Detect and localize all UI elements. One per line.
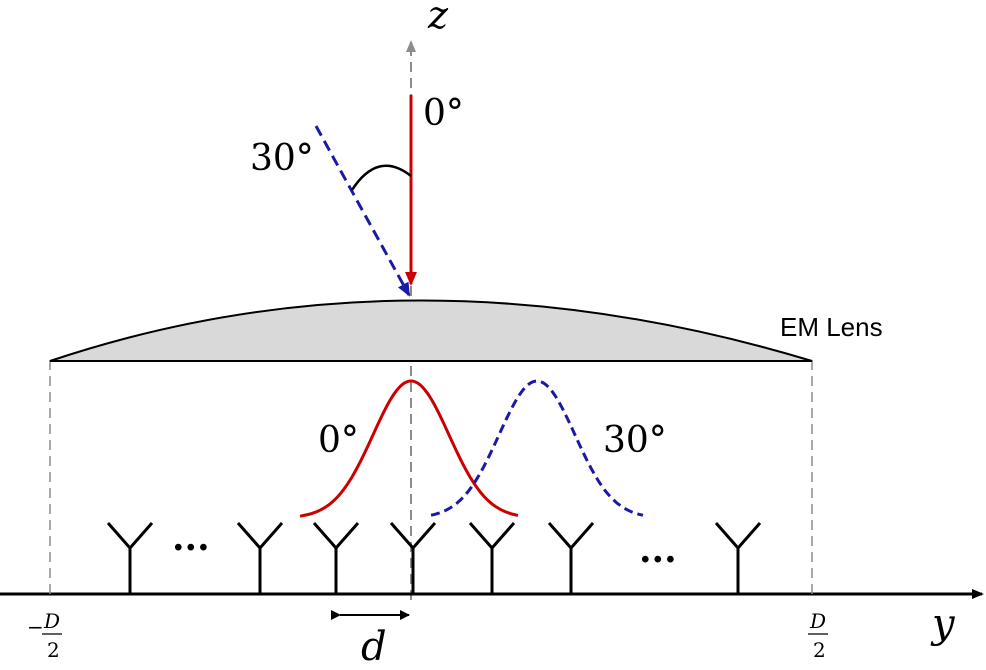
antenna-element [106, 522, 154, 594]
angle-arc [350, 164, 412, 191]
em-lens [49, 299, 813, 362]
antenna-element [547, 522, 595, 594]
antenna-element [468, 522, 516, 594]
beam-30-label: 30° [603, 420, 667, 461]
right-aperture-numerator: D [809, 609, 826, 633]
z-axis-label: z [427, 0, 449, 37]
incident-angle-0-label: 0° [423, 93, 464, 134]
beam-0-label: 0° [318, 420, 359, 461]
ellipsis-right: ··· [639, 539, 677, 581]
incident-ray-30deg [314, 125, 411, 297]
beam-profile-0deg [299, 379, 519, 518]
left-aperture-numerator: D [43, 609, 60, 633]
left-aperture-denominator: 2 [47, 638, 60, 662]
antenna-element [312, 522, 360, 594]
incident-angle-30-label: 30° [250, 138, 314, 179]
spacing-label: d [361, 624, 387, 670]
em-lens-label: EM Lens [780, 312, 883, 342]
antenna-element [714, 522, 762, 594]
left-aperture-sign: − [27, 615, 44, 639]
right-aperture-denominator: 2 [813, 638, 826, 662]
beam-profile-30deg [430, 379, 644, 517]
antenna-element [389, 522, 437, 594]
ellipsis-left: ··· [172, 527, 210, 569]
y-axis-label: y [930, 601, 956, 647]
antenna-element [236, 522, 284, 594]
antenna-array [106, 522, 762, 594]
